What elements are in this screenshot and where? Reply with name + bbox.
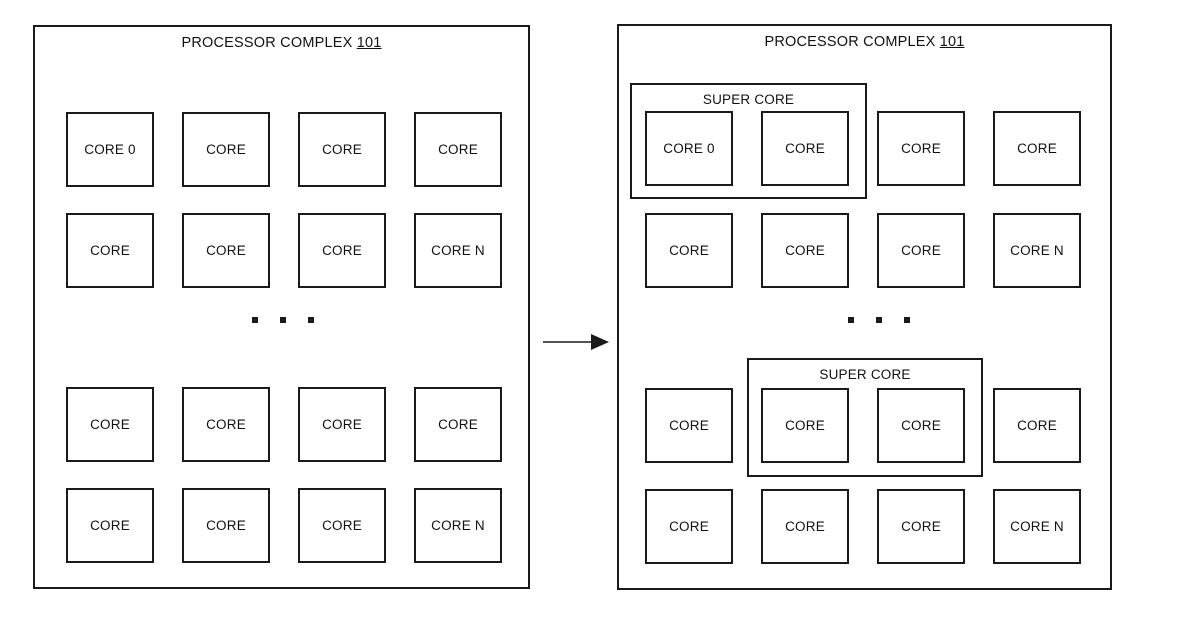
super-core-label: SUPER CORE — [819, 367, 911, 382]
core-box[interactable]: CORE — [645, 489, 733, 564]
core-box[interactable]: CORE — [414, 387, 502, 462]
core-box[interactable]: CORE 0 — [645, 111, 733, 186]
core-box[interactable]: CORE — [993, 111, 1081, 186]
processor-complex-panel-after: PROCESSOR COMPLEX 101 SUPER CORE CORE 0 … — [617, 24, 1112, 590]
core-box[interactable]: CORE — [761, 213, 849, 288]
ellipsis-dot — [280, 317, 286, 323]
panel-title-text: PROCESSOR COMPLEX — [181, 35, 353, 51]
core-box[interactable]: CORE — [414, 112, 502, 187]
ellipsis-dot — [252, 317, 258, 323]
core-box[interactable]: CORE N — [993, 489, 1081, 564]
core-box[interactable]: CORE — [66, 387, 154, 462]
transformation-arrow — [543, 334, 609, 350]
core-box[interactable]: CORE — [993, 388, 1081, 463]
ellipsis-dot — [876, 317, 882, 323]
processor-complex-panel-before: PROCESSOR COMPLEX 101 CORE 0 CORE CORE C… — [33, 25, 530, 589]
core-box[interactable]: CORE N — [993, 213, 1081, 288]
ellipsis-indicator — [252, 317, 314, 323]
core-box[interactable]: CORE — [877, 213, 965, 288]
core-box[interactable]: CORE — [66, 488, 154, 563]
core-box[interactable]: CORE — [182, 213, 270, 288]
core-box[interactable]: CORE N — [414, 488, 502, 563]
core-box[interactable]: CORE — [761, 388, 849, 463]
panel-title-after: PROCESSOR COMPLEX 101 — [619, 34, 1110, 50]
arrow-head — [591, 334, 609, 350]
core-box[interactable]: CORE N — [414, 213, 502, 288]
panel-title-text: PROCESSOR COMPLEX — [764, 34, 936, 50]
panel-title-reference-numeral: 101 — [356, 35, 382, 51]
core-box[interactable]: CORE — [182, 387, 270, 462]
core-box[interactable]: CORE — [298, 387, 386, 462]
core-box[interactable]: CORE 0 — [66, 112, 154, 187]
core-box[interactable]: CORE — [761, 111, 849, 186]
core-box[interactable]: CORE — [761, 489, 849, 564]
ellipsis-dot — [848, 317, 854, 323]
ellipsis-indicator — [848, 317, 910, 323]
core-box[interactable]: CORE — [182, 488, 270, 563]
core-box[interactable]: CORE — [182, 112, 270, 187]
core-box[interactable]: CORE — [877, 388, 965, 463]
ellipsis-dot — [308, 317, 314, 323]
panel-title-before: PROCESSOR COMPLEX 101 — [35, 35, 528, 51]
core-box[interactable]: CORE — [298, 112, 386, 187]
core-box[interactable]: CORE — [298, 488, 386, 563]
core-box[interactable]: CORE — [877, 111, 965, 186]
core-box[interactable]: CORE — [298, 213, 386, 288]
panel-title-reference-numeral: 101 — [939, 34, 965, 50]
ellipsis-dot — [904, 317, 910, 323]
super-core-label: SUPER CORE — [702, 92, 795, 107]
core-box[interactable]: CORE — [877, 489, 965, 564]
core-box[interactable]: CORE — [645, 388, 733, 463]
core-box[interactable]: CORE — [66, 213, 154, 288]
core-box[interactable]: CORE — [645, 213, 733, 288]
